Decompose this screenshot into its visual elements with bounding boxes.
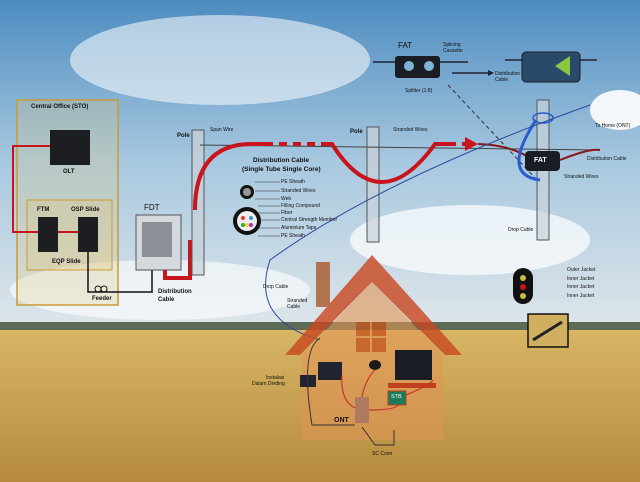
fat-pole-label: FAT <box>534 157 547 164</box>
distribution-cable-main <box>193 142 448 211</box>
splicing-cassette-label-2: Cassette <box>443 48 463 54</box>
ont-device <box>355 397 369 423</box>
tablet-device <box>318 362 342 380</box>
pole-1 <box>191 129 205 276</box>
cable-layer-label: Fiber <box>281 210 293 216</box>
distribution-cable-title-2: (Single Tube Single Core) <box>242 166 321 173</box>
fdt-label: FDT <box>144 203 160 212</box>
cable-layer-label: Filling Compound <box>281 203 320 209</box>
stb-label: STB <box>391 394 402 400</box>
cable-layer-label: Central Strength Member <box>281 217 338 223</box>
feeder-cable <box>87 252 153 293</box>
stranded-cable-label-1: Stranded <box>287 298 308 304</box>
ftm-device <box>38 217 58 252</box>
sc-connector-box <box>361 426 395 446</box>
house <box>285 255 462 440</box>
cable-arrow-icon <box>465 137 478 151</box>
distribution-cable-title-1: Distribution Cable <box>253 157 309 164</box>
fat-pole-stranded-wires-label: Stranded Wires <box>564 174 599 180</box>
drop-layer-label: Inner Jacket <box>567 293 595 299</box>
cable-layer-label: Web <box>281 196 292 202</box>
drop-layer-label: Inner Jacket <box>567 276 595 282</box>
fat-closure-closed <box>521 51 581 83</box>
fat-distribution-cable-label-2: Cable <box>495 77 509 83</box>
telephone-icon <box>369 360 381 370</box>
pole-1-label: Pole <box>177 133 190 139</box>
ont-label: ONT <box>334 417 349 424</box>
fat-pole-distribution-cable-label: Distribution Cable <box>587 156 627 162</box>
indoor-cabling <box>341 369 434 411</box>
sc-conn-label: SC Conn <box>372 451 393 457</box>
drop-layer-label: Outer Jacket <box>567 267 596 273</box>
fdt-distribution-cable <box>163 240 192 280</box>
central-office-title: Central Office (STO) <box>31 104 89 110</box>
drop-layer-label: Inner Jacket <box>567 284 595 290</box>
splitter-label: Splitter (1:8) <box>405 88 433 94</box>
fdt-distribution-cable-label-1: Distribution <box>158 289 192 295</box>
fdt-distribution-cable-label-2: Cable <box>158 297 175 303</box>
stranded-wires-label: Stranded Wires <box>393 127 428 133</box>
osp-device <box>78 217 98 252</box>
stb-device <box>387 390 407 406</box>
olt-patch-cable <box>12 145 78 233</box>
to-home-label: To Home (ONT) <box>595 123 631 129</box>
house-drop-cable-label: Drop Cable <box>263 284 289 290</box>
pole-2 <box>366 126 380 243</box>
arrow-icon <box>488 70 494 76</box>
osp-slide-label: OSP Slide <box>71 207 100 213</box>
eqp-slide-label: EQP Slide <box>52 259 81 265</box>
cable-layer-label: PE Sheath <box>281 179 305 185</box>
stranded-cable-label-2: Cable <box>287 304 301 310</box>
fat-distribution-cable-label-1: Distribution <box>495 71 521 77</box>
tv-device <box>395 350 432 380</box>
fat-detail-title: FAT <box>398 41 413 50</box>
cable-layer-label: Aluminium Tape <box>281 225 317 231</box>
splitter-icon <box>555 56 570 76</box>
cable-layer-label: PE Sheath <box>281 233 305 239</box>
fat-link-dashed <box>447 84 538 181</box>
indoor-install-label-2: Dalam Dinding <box>252 381 285 387</box>
indoor-install-label-1: Instalasi <box>266 375 285 381</box>
fat-pole-box <box>525 151 560 171</box>
olt-label: OLT <box>63 169 75 175</box>
feeder-label: Feeder <box>92 296 112 302</box>
drop-cable-to-home <box>265 104 591 341</box>
fat-drop-cable-label: Drop Cable <box>508 227 534 233</box>
span-wire-label: Span Wire <box>210 127 234 133</box>
drop-cable-blue <box>517 119 541 182</box>
splicing-cassette-label-1: Splicing <box>443 42 461 48</box>
pole-2-label: Pole <box>350 129 363 135</box>
ftm-label: FTM <box>37 207 50 213</box>
cable-layer-label: Stranded Wires <box>281 188 316 194</box>
olt-device <box>50 130 90 165</box>
